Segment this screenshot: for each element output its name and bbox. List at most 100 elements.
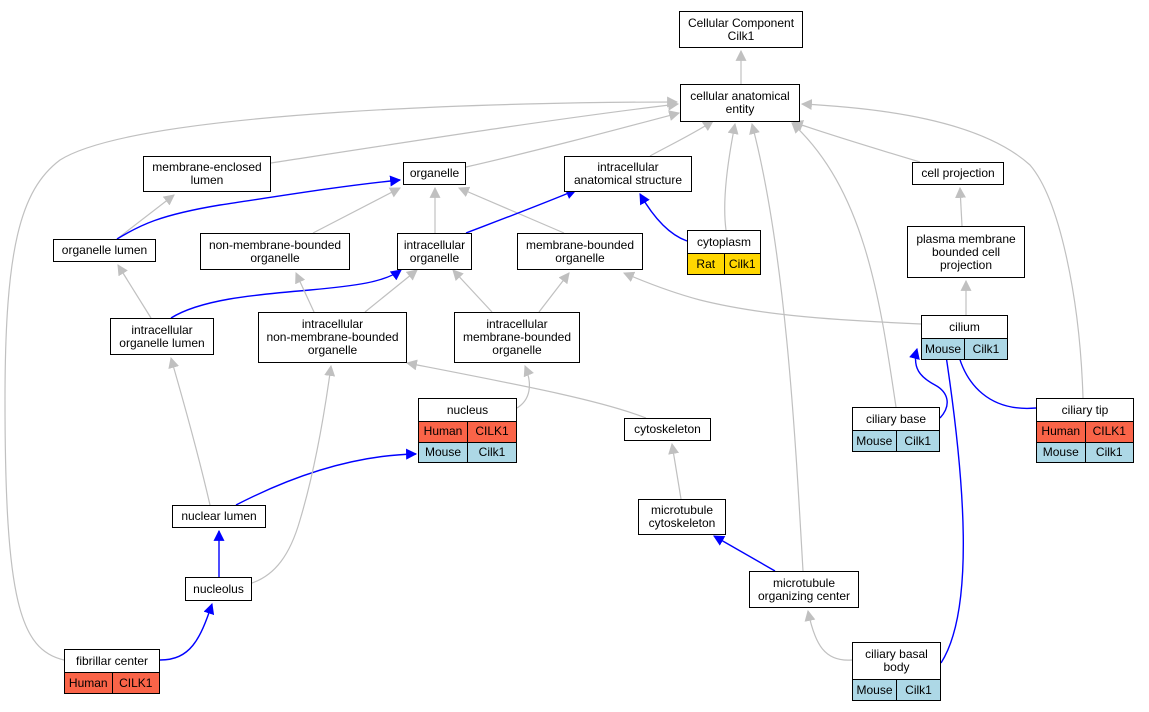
edge-iol-part-of-intorg bbox=[170, 269, 402, 319]
node-fibrillar-center[interactable]: fibrillar center Human CILK1 bbox=[64, 649, 160, 694]
gene-symbol: CILK1 bbox=[467, 422, 516, 442]
edge-cbb-part-of-cilium bbox=[940, 347, 965, 664]
node-organelle-lumen[interactable]: organelle lumen bbox=[53, 239, 156, 262]
edge-ciliarytip-is-a-cae bbox=[800, 99, 1084, 399]
node-cellular-anatomical-entity[interactable]: cellular anatomical entity bbox=[680, 84, 800, 122]
edge-imbo-is-a-intorg bbox=[452, 269, 493, 313]
edge-mtoc-is-a-cae bbox=[749, 122, 804, 572]
node-intracellular-non-membrane-bounded-organelle[interactable]: intracellular non-membrane-bounded organ… bbox=[258, 312, 407, 363]
node-label: microtubule cytoskeleton bbox=[648, 503, 716, 530]
node-nuclear-lumen[interactable]: nuclear lumen bbox=[172, 505, 266, 528]
node-organelle[interactable]: organelle bbox=[403, 162, 466, 185]
node-label: organelle bbox=[409, 166, 460, 180]
species-name: Mouse bbox=[853, 680, 896, 700]
node-cytoplasm[interactable]: cytoplasm Rat Cilk1 bbox=[687, 230, 761, 275]
node-cellular-component-root[interactable]: Cellular Component Cilk1 bbox=[679, 11, 803, 48]
node-label: nuclear lumen bbox=[181, 509, 257, 523]
edge-inmbo-is-a-nmbo bbox=[295, 272, 315, 313]
node-microtubule-organizing-center[interactable]: microtubule organizing center bbox=[749, 571, 859, 608]
edge-orglumen-part-of-organelle bbox=[116, 175, 402, 240]
edge-fibcenter-is-a-cae bbox=[4, 96, 679, 661]
node-label: membrane-enclosed lumen bbox=[152, 160, 262, 187]
species-name: Mouse bbox=[922, 339, 964, 359]
edge-iol-is-a-orglumen bbox=[117, 264, 152, 319]
node-label: intracellular anatomical structure bbox=[573, 160, 683, 187]
node-label: ciliary tip bbox=[1061, 402, 1109, 417]
node-label: fibrillar center bbox=[75, 653, 149, 668]
node-ciliary-base[interactable]: ciliary base Mouse Cilk1 bbox=[852, 407, 940, 452]
node-membrane-enclosed-lumen[interactable]: membrane-enclosed lumen bbox=[143, 156, 271, 192]
edge-nmbo-is-a-organelle bbox=[312, 187, 401, 234]
node-label: cytoskeleton bbox=[634, 422, 701, 436]
node-label: plasma membrane bounded cell projection bbox=[916, 231, 1016, 272]
species-row: Human CILK1 bbox=[419, 421, 516, 442]
node-label: cellular anatomical entity bbox=[690, 89, 790, 116]
edge-cbb-is-a-mtoc bbox=[804, 609, 853, 661]
edge-pmbcp-is-a-cellproj bbox=[955, 186, 967, 227]
species-name: Human bbox=[1037, 422, 1085, 442]
node-intracellular-membrane-bounded-organelle[interactable]: intracellular membrane-bounded organelle bbox=[454, 312, 580, 363]
node-label: intracellular organelle bbox=[403, 237, 466, 265]
gene-symbol: Cilk1 bbox=[895, 431, 939, 451]
species-name: Mouse bbox=[419, 442, 467, 462]
edge-nucleolus-is-a-inmbo bbox=[251, 364, 336, 584]
gene-symbol: CILK1 bbox=[111, 673, 159, 693]
node-label: intracellular organelle lumen bbox=[119, 322, 205, 350]
node-label: cilium bbox=[949, 319, 980, 334]
species-name: Human bbox=[65, 673, 112, 693]
node-plasma-membrane-bounded-cell-projection[interactable]: plasma membrane bounded cell projection bbox=[907, 226, 1025, 278]
gene-symbol: Cilk1 bbox=[467, 442, 516, 462]
node-nucleolus[interactable]: nucleolus bbox=[185, 577, 252, 601]
node-label: nucleus bbox=[446, 402, 489, 417]
node-label: cell projection bbox=[921, 166, 995, 180]
species-row: Human CILK1 bbox=[1037, 421, 1133, 442]
species-name: Human bbox=[419, 422, 467, 442]
node-cytoskeleton[interactable]: cytoskeleton bbox=[624, 418, 711, 441]
edge-imbo-is-a-mbo bbox=[538, 272, 570, 313]
edge-cytoskeleton-is-a-inmbo bbox=[405, 359, 647, 419]
edge-organelle-is-a-cae bbox=[465, 110, 681, 168]
species-row: Mouse Cilk1 bbox=[1037, 441, 1133, 462]
node-ciliary-tip[interactable]: ciliary tip Human CILK1 Mouse Cilk1 bbox=[1036, 398, 1134, 463]
edge-cilium-is-a-mbo bbox=[622, 271, 922, 325]
node-label: non-membrane-bounded organelle bbox=[208, 237, 342, 265]
edge-mbo-is-a-organelle bbox=[457, 186, 565, 234]
edge-ciliarytip-part-of-cilium bbox=[953, 347, 1037, 410]
node-ciliary-basal-body[interactable]: ciliary basal body Mouse Cilk1 bbox=[852, 642, 941, 701]
node-intracellular-organelle[interactable]: intracellular organelle bbox=[397, 233, 472, 270]
species-name: Rat bbox=[688, 254, 724, 274]
edge-cytoplasm-part-of-ias bbox=[639, 193, 688, 242]
node-label: intracellular non-membrane-bounded organ… bbox=[266, 317, 399, 357]
edge-nuclumen-is-a-iol bbox=[168, 356, 211, 506]
edge-ciliarybase-part-of-cilium bbox=[909, 347, 948, 419]
edge-ciliarybase-is-a-cae bbox=[791, 122, 897, 408]
node-label: membrane-bounded organelle bbox=[525, 237, 635, 265]
edge-inmbo-is-a-intorg bbox=[364, 269, 418, 313]
species-name: Mouse bbox=[853, 431, 896, 451]
node-cilium[interactable]: cilium Mouse Cilk1 bbox=[921, 315, 1008, 360]
edge-nuclumen-part-of-nucleus bbox=[235, 448, 418, 506]
edges bbox=[4, 49, 1084, 664]
species-row: Mouse Cilk1 bbox=[922, 338, 1007, 359]
gene-symbol: Cilk1 bbox=[723, 254, 760, 274]
node-label: ciliary base bbox=[865, 411, 927, 426]
node-nucleus[interactable]: nucleus Human CILK1 Mouse Cilk1 bbox=[418, 398, 517, 463]
node-label: nucleolus bbox=[193, 581, 244, 596]
node-intracellular-organelle-lumen[interactable]: intracellular organelle lumen bbox=[110, 318, 214, 355]
node-microtubule-cytoskeleton[interactable]: microtubule cytoskeleton bbox=[638, 499, 726, 535]
species-row: Rat Cilk1 bbox=[688, 253, 760, 274]
node-intracellular-anatomical-structure[interactable]: intracellular anatomical structure bbox=[564, 156, 692, 192]
edge-orglumen-is-a-mel bbox=[116, 194, 175, 240]
node-label: cytoplasm bbox=[696, 234, 752, 249]
edge-cytoplasm-is-a-cae bbox=[724, 122, 739, 231]
species-row: Mouse Cilk1 bbox=[853, 679, 940, 700]
gene-symbol: Cilk1 bbox=[896, 680, 940, 700]
species-name: Mouse bbox=[1037, 442, 1085, 462]
node-cell-projection[interactable]: cell projection bbox=[912, 162, 1004, 185]
edge-cellproj-is-a-cae bbox=[791, 120, 921, 163]
gene-symbol: Cilk1 bbox=[1084, 442, 1133, 462]
node-membrane-bounded-organelle[interactable]: membrane-bounded organelle bbox=[517, 233, 643, 270]
node-non-membrane-bounded-organelle[interactable]: non-membrane-bounded organelle bbox=[200, 233, 350, 270]
edge-mtcyto-is-a-cytoskeleton bbox=[668, 442, 682, 500]
species-row: Mouse Cilk1 bbox=[853, 430, 939, 451]
